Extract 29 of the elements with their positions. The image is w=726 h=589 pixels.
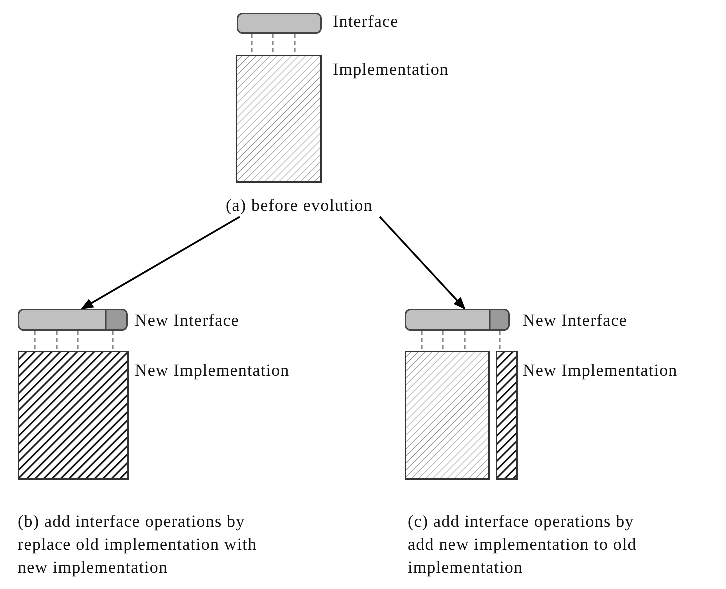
caption-text: (a) before evolution <box>226 195 373 217</box>
dashed-connector <box>499 331 501 351</box>
dashed-connector <box>77 331 79 351</box>
arrow <box>379 216 466 310</box>
interface-bar <box>405 309 510 331</box>
dashed-connector <box>294 34 296 55</box>
interface-bar <box>237 13 322 34</box>
component-label: New Implementation <box>135 361 290 382</box>
implementation-block <box>496 351 518 480</box>
implementation-block <box>18 351 129 480</box>
implementation-block <box>236 55 322 183</box>
dashed-connector <box>251 34 253 55</box>
dashed-connector <box>112 331 114 351</box>
caption-text: (c) add interface operations by add new implementation to old implementation <box>408 511 638 579</box>
component-label: Interface <box>333 12 399 32</box>
interface-bar <box>18 309 128 331</box>
dashed-connector <box>421 331 423 351</box>
dashed-connector <box>442 331 444 351</box>
implementation-block <box>405 351 490 480</box>
dashed-connector <box>272 34 274 55</box>
caption-text: (b) add interface operations by replace old implementation with new implementation <box>18 511 258 579</box>
component-label: New Interface <box>135 311 240 332</box>
dashed-connector <box>34 331 36 351</box>
component-label: Implementation <box>333 60 450 80</box>
arrow <box>80 216 240 310</box>
dashed-connector <box>464 331 466 351</box>
component-label: New Interface <box>523 311 628 332</box>
component-label: New Implementation <box>523 361 678 382</box>
dashed-connector <box>56 331 58 351</box>
